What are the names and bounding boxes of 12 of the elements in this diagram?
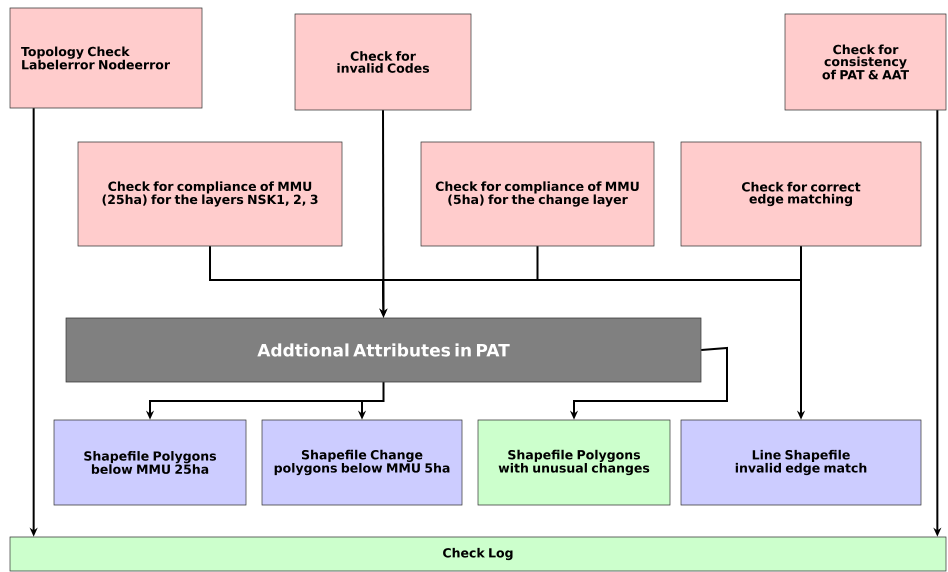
log-bar: Check Log xyxy=(10,536,946,572)
check-box: Topology Check Labelerror Nodeerror xyxy=(10,8,202,108)
check-box: Check for compliance of MMU (5ha) for the change layer xyxy=(420,142,654,246)
output-box: Line Shapefile invalid edge match xyxy=(680,420,922,506)
check-box: Check for compliance of MMU (25ha) for the layers NSK1, 2, 3 xyxy=(78,142,342,246)
check-box: Check for consistency of PAT & AAT xyxy=(784,14,946,110)
output-box: Shapefile Polygons below MMU 25ha xyxy=(54,420,246,506)
check-box: Check for invalid Codes xyxy=(294,14,472,110)
process-bar: Addtional Attributes in PAT xyxy=(66,318,702,382)
output-box: Shapefile Change polygons below MMU 5ha xyxy=(262,420,462,506)
check-box: Check for correct edge matching xyxy=(680,142,922,246)
output-box: Shapefile Polygons with unusual changes xyxy=(478,420,670,506)
